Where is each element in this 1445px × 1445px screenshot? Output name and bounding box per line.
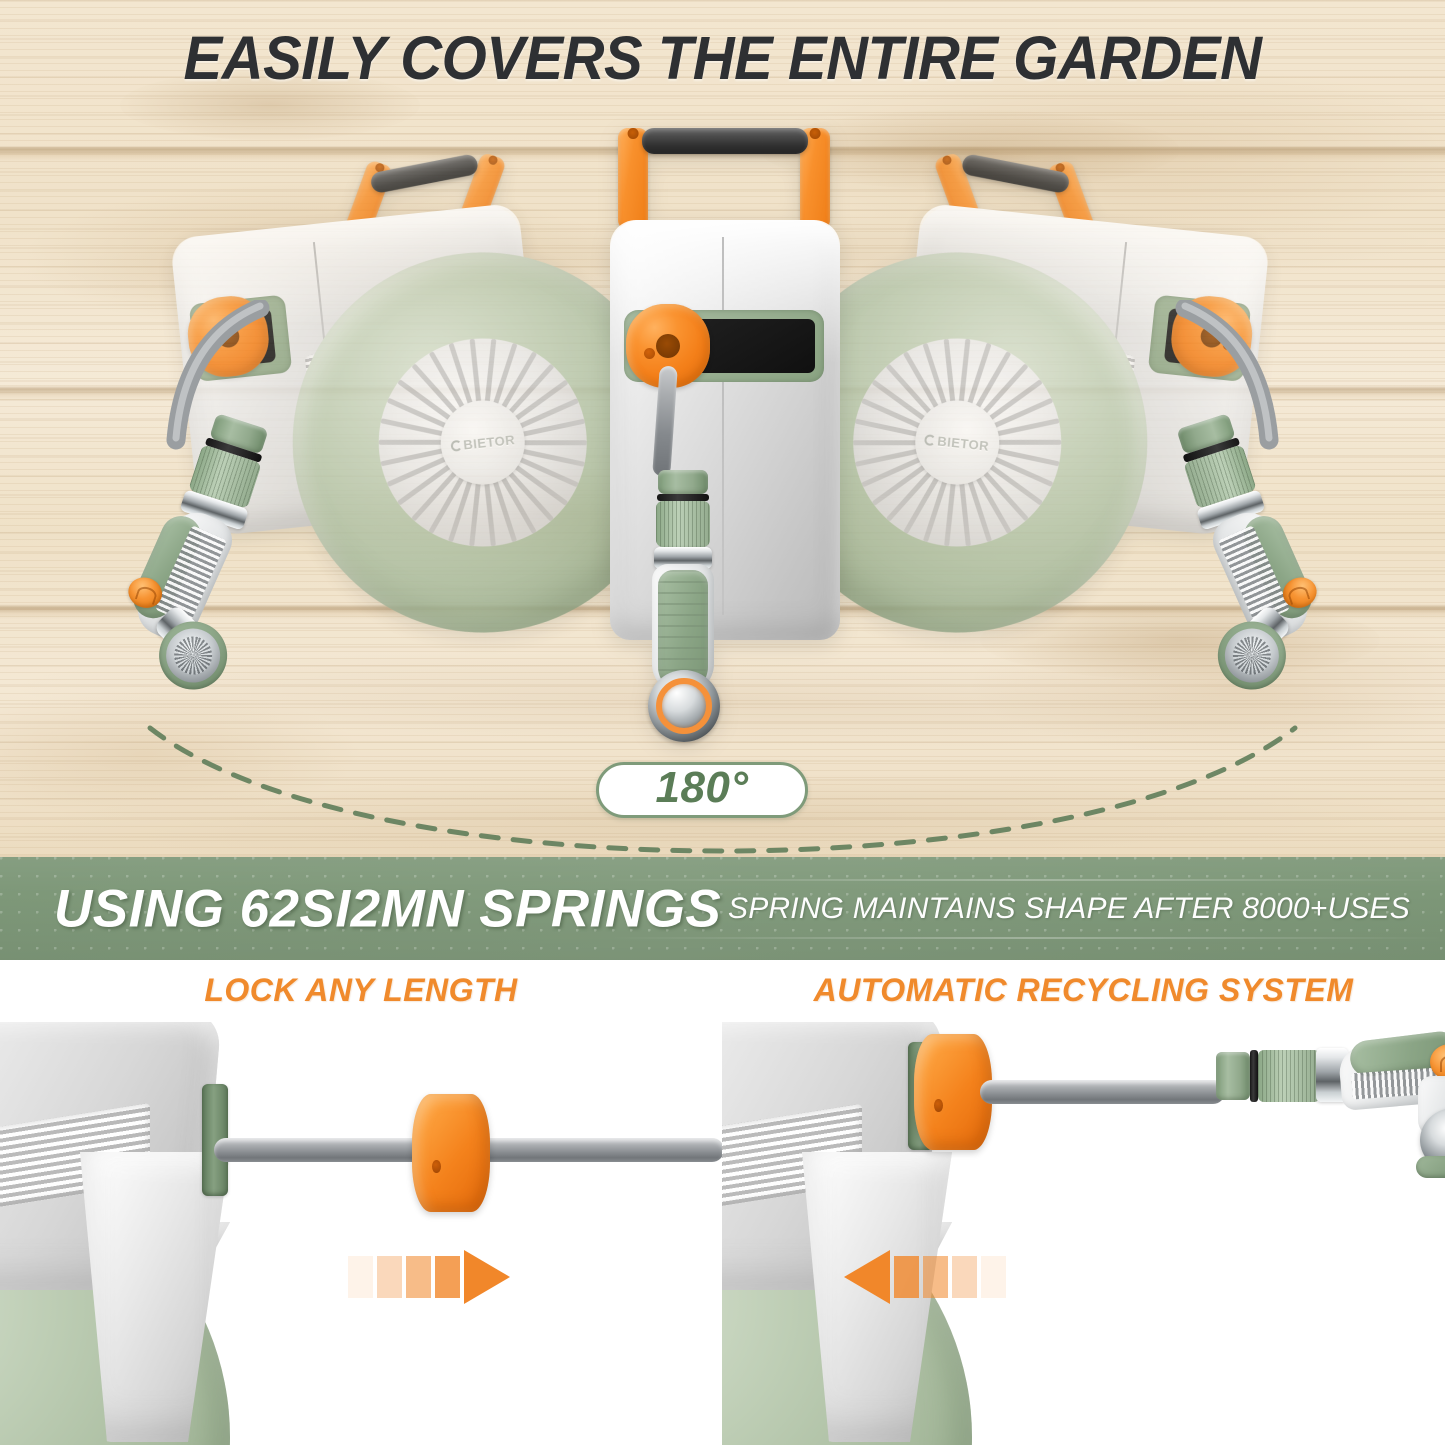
quick-connect-collar <box>1216 1052 1250 1100</box>
coverage-angle-badge: 180° <box>596 762 808 818</box>
brand-mark-icon <box>449 439 462 452</box>
seal-ring <box>657 494 709 501</box>
hose-segment <box>980 1080 1225 1104</box>
motion-arrow-right <box>348 1250 510 1304</box>
stopper-dot <box>934 1098 943 1112</box>
seal-ring <box>1250 1050 1258 1102</box>
brand-name: BIETOR <box>462 431 516 453</box>
hose-outlet-port <box>656 334 680 358</box>
brand-logo: BIETOR <box>449 431 516 454</box>
wood-grain-knot <box>120 70 420 140</box>
page-title: EASILY COVERS THE ENTIRE GARDEN <box>183 24 1262 92</box>
coverage-arc <box>147 725 1298 854</box>
feature-panel-automatic-recycling-system <box>722 1022 1445 1445</box>
hose-line-left <box>166 300 270 450</box>
brand-mark-icon <box>924 433 937 446</box>
spring-spec-subtitle: SPRING MAINTAINS SHAPE AFTER 8000+USES <box>728 891 1410 925</box>
brand-name: BIETOR <box>937 433 991 454</box>
hose-line-right <box>1175 300 1279 450</box>
spray-nozzle-right-panel <box>1192 1028 1445 1228</box>
housing-seam <box>722 236 724 615</box>
quick-connect-body <box>656 501 710 547</box>
wood-grain-knot <box>760 110 1180 190</box>
brand-logo: BIETOR <box>924 432 991 454</box>
feature-panel-lock-any-length <box>0 1022 722 1445</box>
trigger-lock-button[interactable] <box>1430 1044 1445 1080</box>
motion-arrow-left <box>844 1250 1006 1304</box>
wood-grain-knot <box>980 600 1380 680</box>
handle-grip[interactable] <box>642 128 808 154</box>
band-streak <box>606 937 1445 939</box>
quick-connect-body <box>1258 1050 1320 1102</box>
feature-panels: LOCK ANY LENGTH AUTOMATIC RECYCLING SYST… <box>0 960 1445 1445</box>
coverage-angle-value: 180° <box>655 763 749 812</box>
arrow-head-icon <box>844 1250 890 1304</box>
quick-connect-collar <box>658 470 708 494</box>
spring-spec-band: USING 62SI2MN SPRINGS SPRING MAINTAINS S… <box>0 857 1445 960</box>
stopper-dot <box>432 1160 441 1174</box>
spray-head-ring <box>1416 1156 1445 1178</box>
arrow-head-icon <box>464 1250 510 1304</box>
drum-face: BIETOR <box>842 328 1072 557</box>
spray-head-ring <box>656 678 712 734</box>
feature-heading-automatic-recycling-system: AUTOMATIC RECYCLING SYSTEM <box>813 972 1354 1008</box>
hose-stopper[interactable] <box>914 1034 992 1150</box>
spray-nozzle-center <box>642 470 762 742</box>
hose-stopper[interactable] <box>412 1094 490 1212</box>
feature-heading-lock-any-length: LOCK ANY LENGTH <box>204 972 518 1008</box>
chrome-collar <box>654 547 712 569</box>
band-streak <box>606 879 1445 881</box>
spring-spec-title: USING 62SI2MN SPRINGS <box>54 879 722 938</box>
drum-face: BIETOR <box>368 328 598 557</box>
hose-reel-unit-center <box>600 124 860 742</box>
reel-housing <box>610 220 840 640</box>
